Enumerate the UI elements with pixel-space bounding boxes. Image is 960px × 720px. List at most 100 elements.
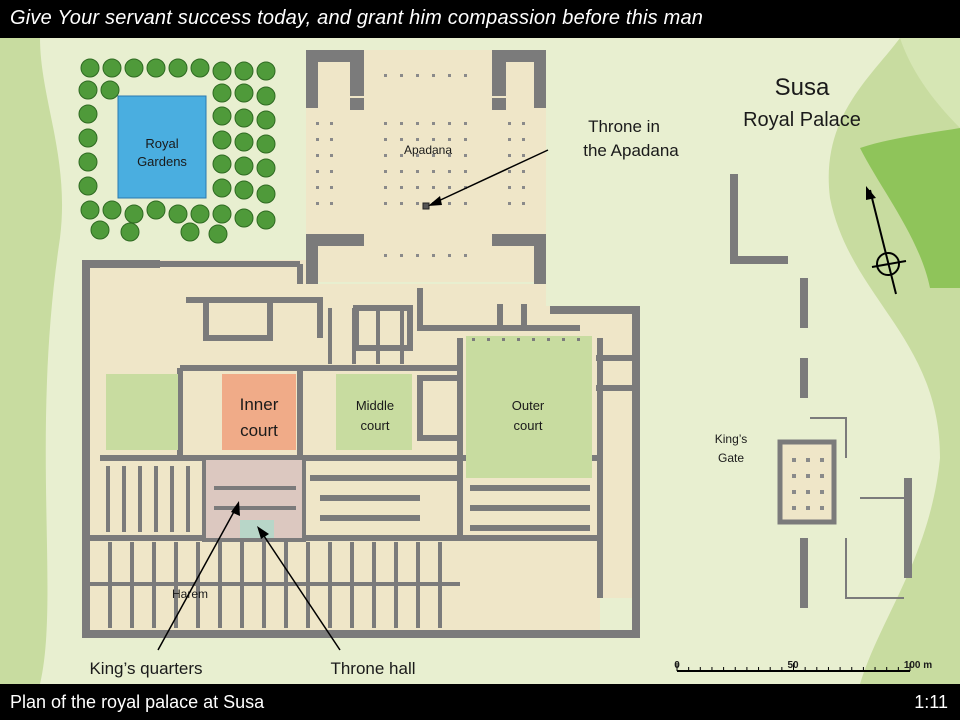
title-bar: Give Your servant success today, and gra… (0, 0, 960, 38)
apadana-column (330, 122, 333, 125)
apadana-column (508, 122, 511, 125)
scale-label-50: 50 (787, 660, 799, 671)
apadana-column (330, 202, 333, 205)
throne-apadana-arrow (428, 149, 549, 206)
palace-map: Royal Gardens Apadana (0, 38, 960, 684)
apadana-column (316, 186, 319, 189)
apadana-column (316, 154, 319, 157)
throne-hall-label: Throne hall (330, 659, 415, 678)
outer-court-column (472, 338, 475, 341)
apadana-column (400, 186, 403, 189)
north-arrow-icon (866, 186, 907, 295)
apadana-column (448, 138, 451, 141)
apadana-column (464, 186, 467, 189)
apadana-column (448, 170, 451, 173)
garden-trees (78, 58, 276, 244)
apadana-column (522, 186, 525, 189)
apadana-column (448, 154, 451, 157)
inner-court (222, 374, 296, 450)
outer-court-column (502, 338, 505, 341)
apadana-column (416, 202, 419, 205)
apadana-column (416, 186, 419, 189)
throne-hall-niche (240, 520, 274, 540)
apadana-column (432, 154, 435, 157)
outer-court-column (562, 338, 565, 341)
map-title-susa: Susa (775, 74, 830, 101)
apadana-column (316, 122, 319, 125)
kings-gate-path-lines (810, 417, 910, 599)
apadana-column (400, 154, 403, 157)
royal-gardens-label-2: Gardens (137, 154, 187, 169)
terrain-corner (900, 38, 960, 128)
apadana-column (508, 170, 511, 173)
harem-label: Harem (172, 587, 208, 601)
wing-room-walls (106, 308, 404, 532)
apadana-walls (306, 50, 546, 284)
apadana-column (464, 138, 467, 141)
apadana-column (432, 138, 435, 141)
apadana-column (330, 138, 333, 141)
apadana-column (448, 254, 451, 257)
apadana-column (464, 74, 467, 77)
apadana-column (384, 170, 387, 173)
throne-apadana-label-2: the Apadana (583, 141, 679, 160)
kings-gate-label-2: Gate (718, 451, 744, 465)
apadana-column (400, 170, 403, 173)
apadana-column (448, 186, 451, 189)
apadana-column (508, 202, 511, 205)
map-title-royal-palace: Royal Palace (743, 109, 861, 131)
apadana-column (316, 202, 319, 205)
apadana-columns (316, 74, 525, 257)
apadana-column (508, 154, 511, 157)
apadana-floor (306, 50, 546, 282)
royal-gardens: Royal Gardens (78, 58, 276, 244)
kings-gate-label-1: King’s (715, 432, 747, 446)
apadana-throne-marker (422, 202, 430, 210)
apadana-column (448, 122, 451, 125)
terrain-dark-area (860, 128, 960, 288)
apadana-column (416, 170, 419, 173)
outer-court-label-2: court (514, 418, 543, 433)
apadana-column (316, 138, 319, 141)
palace-complex: Inner court Middle court Outer court Har… (82, 260, 640, 638)
apadana-column (384, 202, 387, 205)
apadana-column (522, 170, 525, 173)
apadana-column (384, 122, 387, 125)
apadana-column (330, 186, 333, 189)
apadana-column (508, 138, 511, 141)
kings-gate: King’s Gate (715, 174, 912, 608)
verse-title: Give Your servant success today, and gra… (10, 7, 704, 29)
apadana-column (416, 254, 419, 257)
apadana-column (400, 138, 403, 141)
outer-court (466, 336, 592, 478)
apadana-column (400, 122, 403, 125)
map-caption: Plan of the royal palace at Susa (10, 692, 265, 712)
apadana-column (508, 186, 511, 189)
apadana-column (384, 154, 387, 157)
apadana-column (416, 122, 419, 125)
harem-room-walls (90, 542, 460, 628)
apadana-column (416, 138, 419, 141)
apadana-column (432, 170, 435, 173)
apadana-column (384, 74, 387, 77)
apadana-column (464, 154, 467, 157)
throne-apadana-label-1: Throne in (588, 117, 660, 136)
kings-gate-outline (777, 439, 837, 525)
apadana-column (464, 254, 467, 257)
apadana-column (330, 154, 333, 157)
apadana-hall: Apadana (306, 50, 546, 284)
outer-court-column (547, 338, 550, 341)
inner-court-label-2: court (240, 421, 278, 440)
outer-court-column (487, 338, 490, 341)
kings-quarters-label: King’s quarters (89, 659, 202, 678)
apadana-column (400, 202, 403, 205)
apadana-column (522, 138, 525, 141)
apadana-column (400, 74, 403, 77)
apadana-column (522, 154, 525, 157)
palace-inner-walls (86, 261, 640, 598)
apadana-column (448, 202, 451, 205)
apadana-column (464, 202, 467, 205)
kings-gate-floor (778, 440, 836, 524)
apadana-label: Apadana (404, 143, 452, 157)
kings-gate-columns (792, 458, 824, 510)
